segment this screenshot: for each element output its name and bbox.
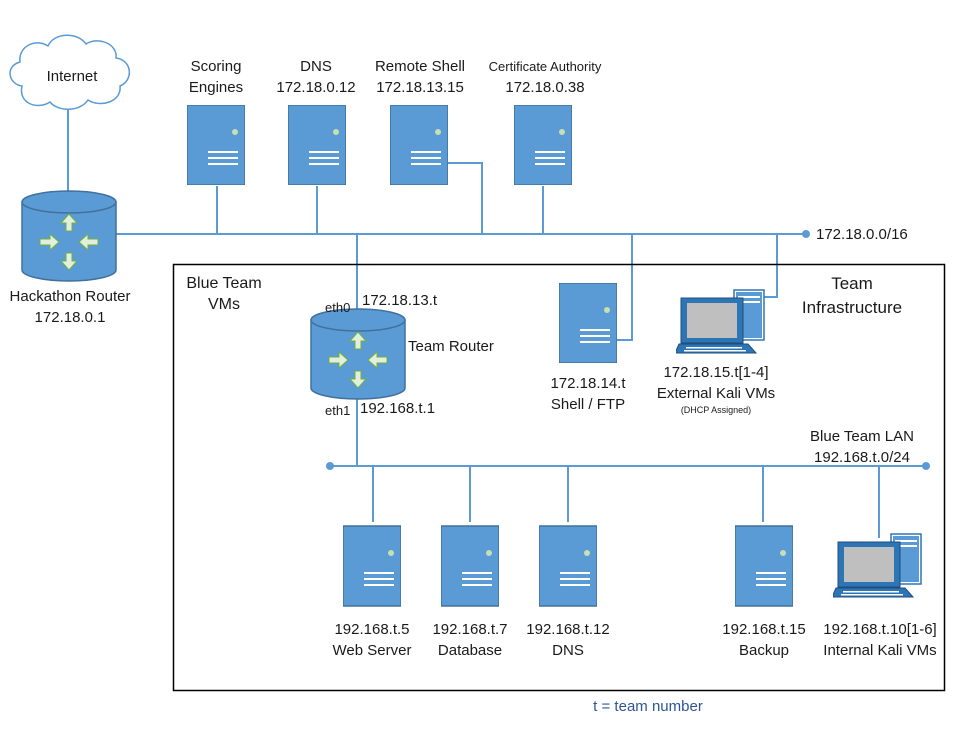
dns-ip: 172.18.0.12 bbox=[276, 79, 356, 96]
remote-shell-label: Remote Shell 172.18.13.15 bbox=[364, 56, 476, 98]
blue-team-lan-label: Blue Team LAN 192.168.t.0/24 bbox=[796, 426, 928, 468]
eth1-ip: 192.168.t.1 bbox=[360, 400, 436, 417]
scoring-engines-line1: Scoring bbox=[190, 58, 242, 75]
blue-team-vms-label: Blue Team VMs bbox=[176, 273, 272, 315]
external-network-endpoint bbox=[802, 230, 810, 238]
backup-name: Backup bbox=[738, 642, 790, 659]
scoring-engines-label: Scoring Engines bbox=[170, 56, 262, 98]
scoring-engines-server-icon bbox=[187, 105, 245, 185]
web-server-label: 192.168.t.5 Web Server bbox=[322, 619, 422, 661]
database-ip: 192.168.t.7 bbox=[432, 621, 508, 638]
certificate-authority-name: Certificate Authority bbox=[488, 59, 602, 74]
remote-shell-server-icon bbox=[390, 105, 448, 185]
certificate-authority-server-icon bbox=[514, 105, 572, 185]
lan-subnet: 192.168.t.0/24 bbox=[814, 449, 910, 466]
backup-label: 192.168.t.15 Backup bbox=[712, 619, 816, 661]
external-kali-note: (DHCP Assigned) bbox=[680, 405, 752, 415]
internet-label: Internet bbox=[46, 68, 98, 85]
blue-team-box bbox=[172, 263, 946, 692]
shell-ftp-label: 172.18.14.t Shell / FTP bbox=[533, 373, 643, 415]
external-kali-ip: 172.18.15.t[1-4] bbox=[663, 364, 769, 381]
eth0-label: eth0 bbox=[325, 300, 351, 315]
web-server-icon bbox=[343, 525, 401, 607]
certificate-authority-label: Certificate Authority 172.18.0.38 bbox=[478, 56, 612, 98]
web-server-name: Web Server bbox=[332, 642, 412, 659]
connection-lines bbox=[67, 110, 926, 538]
team-router-name: Team Router bbox=[408, 338, 494, 355]
internal-kali-ip: 192.168.t.10[1-6] bbox=[823, 621, 937, 638]
lan-dns-server-icon bbox=[539, 525, 597, 607]
lan-endpoint-right bbox=[922, 462, 930, 470]
team-number-footnote: t = team number bbox=[593, 698, 703, 715]
blue-team-line1: Blue Team bbox=[186, 275, 262, 292]
hackathon-router-label: Hackathon Router 172.18.0.1 bbox=[0, 286, 140, 328]
lan-endpoint-left bbox=[326, 462, 334, 470]
team-infrastructure-line2: Infrastructure bbox=[801, 298, 903, 317]
lan-name: Blue Team LAN bbox=[810, 428, 914, 445]
internet-cloud-icon bbox=[9, 34, 130, 110]
database-name: Database bbox=[437, 642, 503, 659]
dns-name: DNS bbox=[300, 58, 332, 75]
external-kali-name: External Kali VMs bbox=[656, 385, 776, 402]
internal-kali-computer-icon bbox=[833, 533, 922, 598]
database-server-icon bbox=[441, 525, 499, 607]
external-kali-label: 172.18.15.t[1-4] External Kali VMs (DHCP… bbox=[648, 362, 784, 416]
shell-ftp-server-icon bbox=[559, 283, 617, 363]
remote-shell-ip: 172.18.13.15 bbox=[376, 79, 464, 96]
lan-dns-label: 192.168.t.12 DNS bbox=[518, 619, 618, 661]
remote-shell-name: Remote Shell bbox=[374, 58, 466, 75]
external-network-label: 172.18.0.0/16 bbox=[816, 226, 908, 243]
internal-kali-label: 192.168.t.10[1-6] Internal Kali VMs bbox=[816, 619, 944, 661]
shell-ftp-name: Shell / FTP bbox=[550, 396, 626, 413]
team-infrastructure-line1: Team bbox=[831, 274, 873, 293]
backup-ip: 192.168.t.15 bbox=[722, 621, 806, 638]
external-kali-computer-icon bbox=[676, 289, 765, 354]
backup-server-icon bbox=[735, 525, 793, 607]
eth1-label: eth1 bbox=[325, 403, 351, 418]
database-label: 192.168.t.7 Database bbox=[420, 619, 520, 661]
hackathon-router-ip: 172.18.0.1 bbox=[34, 309, 106, 326]
web-server-ip: 192.168.t.5 bbox=[334, 621, 410, 638]
shell-ftp-ip: 172.18.14.t bbox=[550, 375, 626, 392]
dns-server-icon bbox=[288, 105, 346, 185]
dns-label: DNS 172.18.0.12 bbox=[266, 56, 366, 98]
scoring-engines-line2: Engines bbox=[188, 79, 244, 96]
certificate-authority-ip: 172.18.0.38 bbox=[505, 79, 585, 96]
team-infrastructure-label: Team Infrastructure bbox=[786, 272, 918, 320]
hackathon-router-icon bbox=[21, 190, 117, 282]
lan-dns-ip: 192.168.t.12 bbox=[526, 621, 610, 638]
hackathon-router-name: Hackathon Router bbox=[9, 288, 131, 305]
team-router-icon bbox=[310, 308, 406, 400]
internal-kali-name: Internal Kali VMs bbox=[823, 642, 937, 659]
lan-dns-name: DNS bbox=[552, 642, 584, 659]
blue-team-line2: VMs bbox=[208, 296, 240, 313]
eth0-ip: 172.18.13.t bbox=[362, 292, 438, 309]
